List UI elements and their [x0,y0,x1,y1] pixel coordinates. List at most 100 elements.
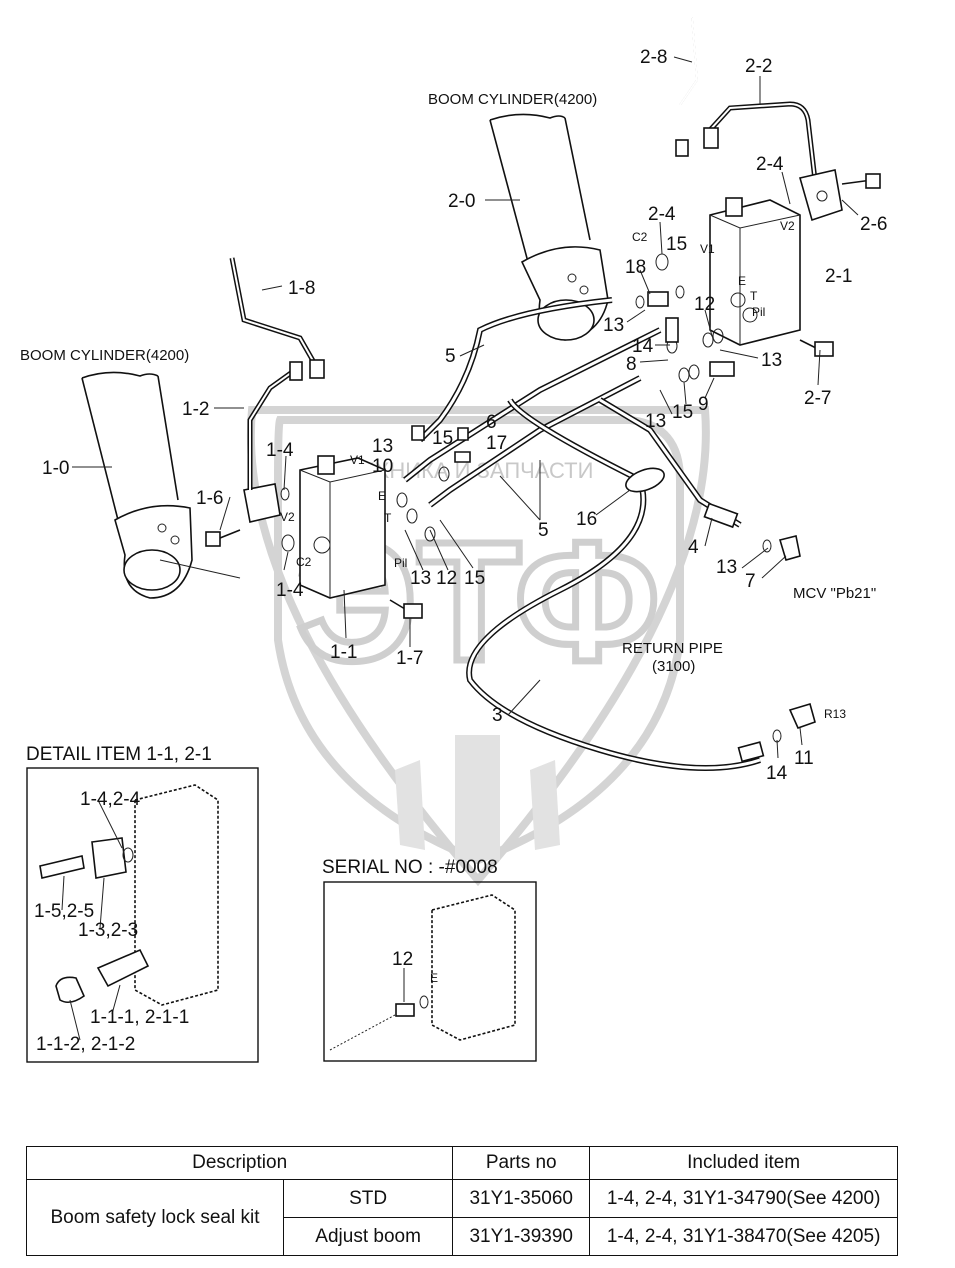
detail-label-1-5-2-5: 1-5,2-5 [34,901,94,922]
label-13a: 13 [603,315,624,336]
detail-label-1-1-1: 1-1-1, 2-1-1 [90,1007,189,1028]
port-c2-left: C2 [296,555,312,569]
label-15a: 15 [666,234,687,255]
port-pil-right: Pil [752,305,765,319]
label-8: 8 [626,354,637,375]
label-13c: 13 [645,411,666,432]
label-1-8: 1-8 [288,278,315,299]
label-3: 3 [492,705,503,726]
label-14b: 14 [766,763,788,784]
serial-port-e: E [430,971,438,985]
watermark-towers [395,735,560,860]
label-11: 11 [794,748,814,769]
label-17: 17 [486,433,507,454]
label-13f: 13 [410,568,431,589]
label-16: 16 [576,509,597,530]
header-parts-no: Parts no [452,1146,591,1180]
port-e-left: E [378,489,386,503]
label-1-6: 1-6 [196,488,223,509]
parts-table: Description Parts no Included item Boom … [25,1146,898,1256]
serial-title: SERIAL NO : -#0008 [322,857,498,878]
label-4: 4 [688,537,699,558]
serial-label-12: 12 [392,949,413,970]
valve-block-2-1 [709,173,881,357]
detail-label-1-3-2-3: 1-3,2-3 [78,920,138,941]
port-t-left: T [384,511,392,525]
label-1-0: 1-0 [42,458,69,479]
pipe-1-8 [229,257,325,379]
label-15b: 15 [672,402,693,423]
orings-fittings [280,253,782,743]
label-15d: 15 [464,568,485,589]
table-header-row: Description Parts no Included item [25,1146,898,1180]
label-13d: 13 [372,436,393,457]
pipe-2-8 [675,17,699,157]
boom-cylinder-left [81,371,193,599]
cell-included: 1-4, 2-4, 31Y1-34790(See 4200) [589,1179,898,1218]
pipe-2-2 [703,101,843,222]
label-r13: R13 [824,707,846,721]
label-9: 9 [698,394,709,415]
cell-variant: Adjust boom [282,1217,454,1256]
label-1-4a: 1-4 [266,440,294,461]
label-2-0: 2-0 [448,191,475,212]
callout-labels: BOOM CYLINDER(4200) BOOM CYLINDER(4200) … [20,47,887,784]
label-2-4b: 2-4 [648,204,676,225]
cell-parts-no: 31Y1-39390 [452,1217,591,1256]
label-1-1: 1-1 [330,642,357,663]
port-v2-right: V2 [780,219,795,233]
label-6: 6 [486,412,497,433]
label-15c: 15 [432,428,453,449]
label-2-6: 2-6 [860,214,887,235]
serial-panel: SERIAL NO : -#0008 12 E [322,857,537,1062]
label-2-8: 2-8 [640,47,667,68]
port-pil-left: Pil [394,556,407,570]
label-10: 10 [372,456,393,477]
hose-5 [403,297,662,508]
label-2-4a: 2-4 [756,154,784,175]
label-13b: 13 [761,350,782,371]
label-2-2: 2-2 [745,56,772,77]
cell-parts-no: 31Y1-35060 [452,1179,591,1218]
label-5a: 5 [445,346,456,367]
label-2-7: 2-7 [804,388,831,409]
label-mcv: MCV "Pb21" [793,585,876,602]
port-v2-left: V2 [280,510,295,524]
table-row: Boom safety lock seal kit STD 31Y1-35060… [26,1179,898,1256]
cell-variant: STD [282,1179,454,1218]
boom-cylinder-right [489,113,609,341]
port-t-right: T [750,289,758,303]
label-return-pipe: RETURN PIPE [622,640,723,657]
valve-block-1-1 [205,455,423,619]
clamp-16 [625,467,665,493]
detail-panel: DETAIL ITEM 1-1, 2-1 1-4,2-4 1-5,2-5 1-3… [26,744,259,1063]
pipe-1-2 [247,361,303,490]
label-1-4b: 1-4 [276,580,304,601]
detail-title: DETAIL ITEM 1-1, 2-1 [26,744,212,765]
detail-label-1-4-2-4: 1-4,2-4 [80,789,141,810]
label-12a: 12 [694,294,715,315]
cell-description: Boom safety lock seal kit [26,1179,284,1256]
detail-label-1-1-2: 1-1-2, 2-1-2 [36,1034,135,1055]
port-e-right: E [738,274,746,288]
cell-included: 1-4, 2-4, 31Y1-38470(See 4205) [589,1217,898,1256]
label-5b: 5 [538,520,549,541]
port-c2-right: C2 [632,230,648,244]
header-description: Description [25,1146,454,1180]
label-2-1: 2-1 [825,266,852,287]
hose-4 [598,397,801,561]
label-14a: 14 [632,336,654,357]
label-1-7: 1-7 [396,648,423,669]
label-boom-cylinder-left: BOOM CYLINDER(4200) [20,347,189,364]
port-v1-left: V1 [350,453,365,467]
label-7: 7 [745,571,756,592]
label-return-pipe-no: (3100) [652,658,695,675]
table-row: Adjust boom 31Y1-39390 1-4, 2-4, 31Y1-38… [27,1217,898,1256]
leader-lines [72,56,859,759]
label-12b: 12 [436,568,457,589]
header-included-item: Included item [589,1146,898,1180]
label-1-2: 1-2 [182,399,209,420]
port-v1-right: V1 [700,242,715,256]
label-18: 18 [625,257,646,278]
